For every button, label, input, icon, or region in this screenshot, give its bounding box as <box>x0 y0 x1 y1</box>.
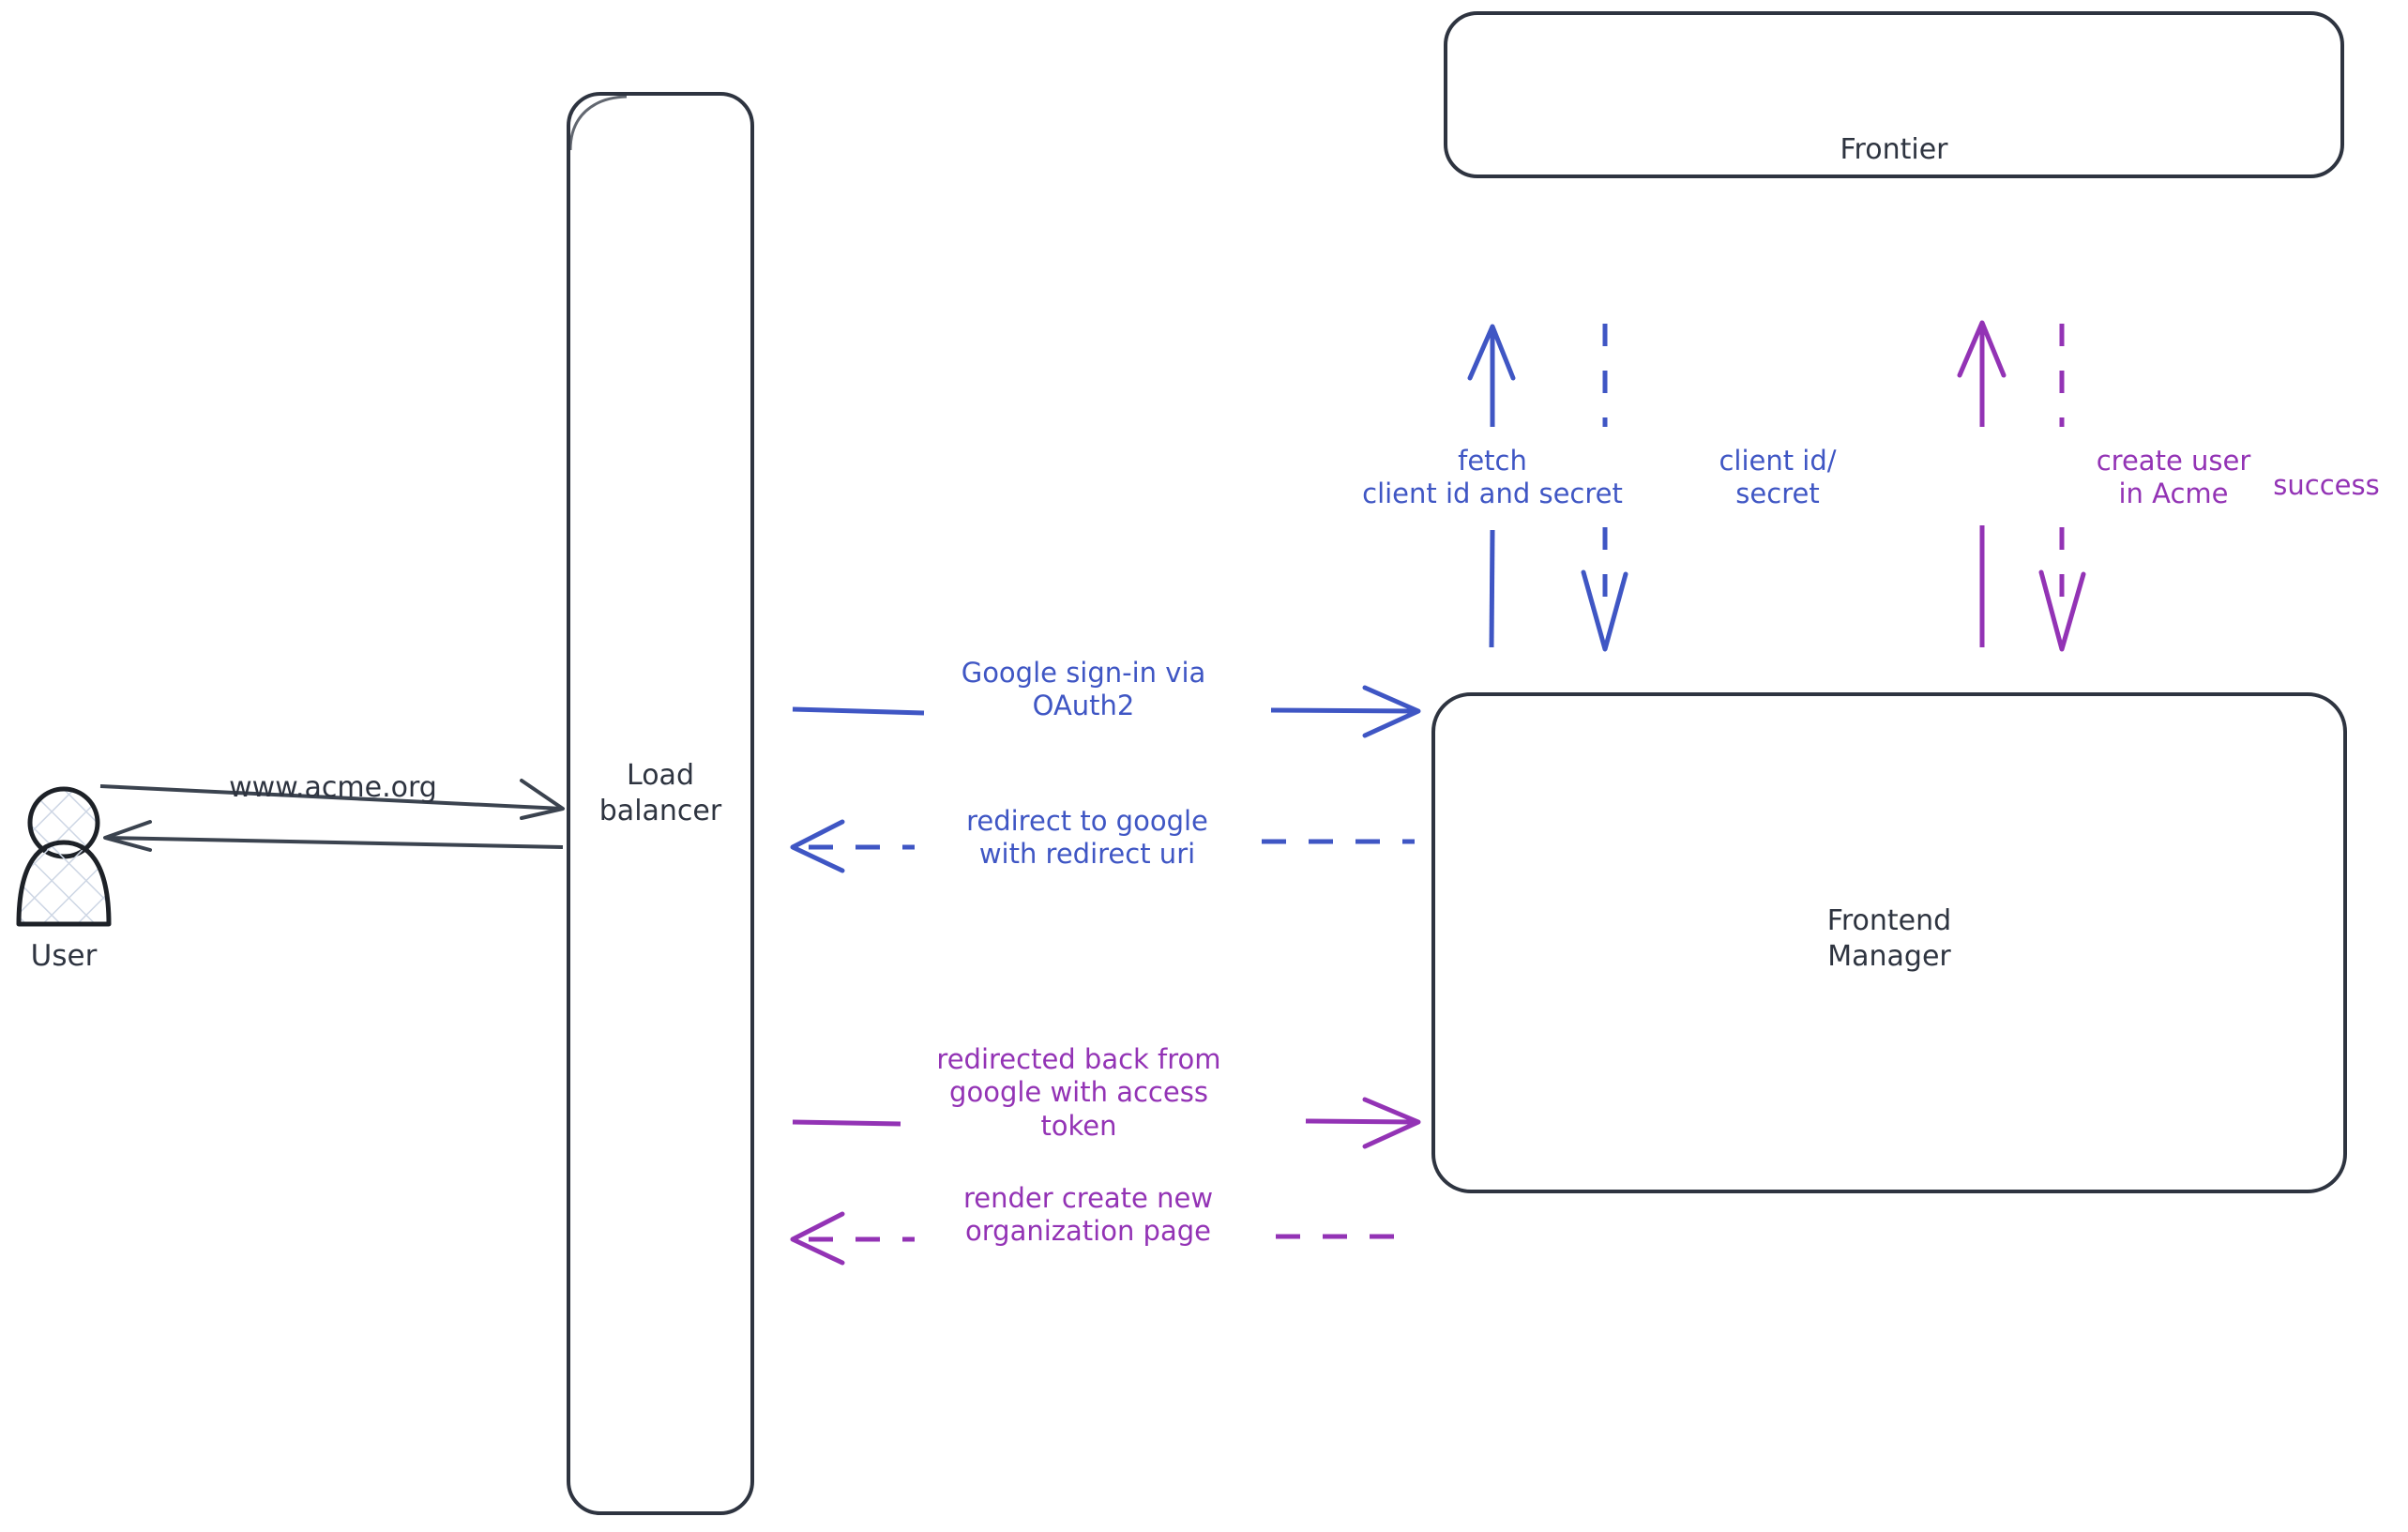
edge-fm-to-lb-render <box>790 1211 1415 1266</box>
edge-fm-to-frontier-create <box>1957 320 2007 647</box>
actor-user <box>16 786 112 927</box>
node-label-frontier: Frontier <box>1840 133 1948 166</box>
edge-frontier-to-fm-creds <box>1581 324 1628 652</box>
edge-lb-to-fm-signin <box>792 685 1421 738</box>
edge-label-user-to-lb: www.acme.org <box>229 771 437 804</box>
node-load-balancer-shape <box>567 92 754 1515</box>
edge-lb-to-fm-token <box>792 1097 1421 1149</box>
edge-label-fm-to-frontier-fetch: fetch client id and secret <box>1362 445 1623 510</box>
edge-label-lb-to-fm-token: redirected back from google with access … <box>936 1043 1221 1142</box>
edge-label-fm-to-lb-redirect: redirect to google with redirect uri <box>966 805 1208 871</box>
edge-lb-to-user <box>103 820 564 852</box>
edge-label-frontier-to-fm-creds: client id/ secret <box>1719 445 1837 510</box>
node-label-frontend-manager: Frontend Manager <box>1826 904 1952 974</box>
node-frontend-manager-shape <box>1431 692 2347 1193</box>
edge-user-to-lb <box>99 779 565 820</box>
edge-label-lb-to-fm-signin: Google sign-in via OAuth2 <box>961 657 1206 722</box>
edge-label-fm-to-frontier-create: create user in Acme <box>2096 445 2251 510</box>
edge-fm-to-frontier-fetch <box>1467 324 1516 648</box>
node-frontier-shape <box>1444 11 2344 178</box>
actor-label-user: User <box>30 939 98 973</box>
edge-label-frontier-to-fm-success: success <box>2273 469 2380 501</box>
node-label-load-balancer: Load balancer <box>598 759 722 828</box>
edge-fm-to-lb-redirect <box>790 819 1415 873</box>
edge-frontier-to-fm-success <box>2038 324 2086 652</box>
edge-label-fm-to-lb-render: render create new organization page <box>962 1182 1214 1248</box>
